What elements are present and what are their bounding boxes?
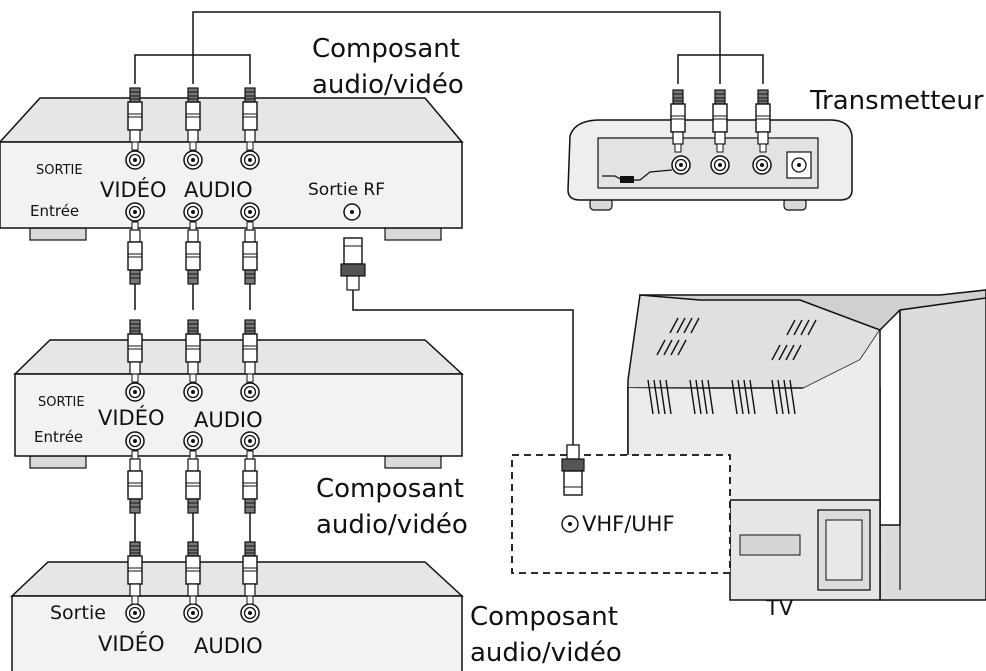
device2-sortie-label: SORTIE [38,395,85,410]
device1-audio-label: AUDIO [184,178,253,202]
device2-entree-label: Entrée [34,428,84,446]
device1-sortie-label: SORTIE [36,163,83,178]
composant-label-bottom-2: audio/vidéo [470,638,622,668]
vhf-uhf-panel [511,454,731,574]
tv-label: TV [766,596,794,620]
rca-plug [670,89,686,153]
composant-label-top-2: audio/vidéo [312,70,464,100]
transmitter [567,119,853,211]
rca-plug [185,319,201,383]
rca-plug [242,450,258,514]
sortie-rf-label: Sortie RF [308,180,386,200]
top-av-cable [134,11,764,84]
rca-plug [712,89,728,153]
transmetteur-label: Transmetteur [810,86,984,116]
vhf-uhf-label: VHF/UHF [582,512,675,536]
device2-video-label: VIDÉO [98,406,165,430]
av-component-2 [13,339,464,469]
av-component-3 [10,561,464,671]
device3-audio-label: AUDIO [194,634,263,658]
rca-plug [127,87,143,151]
rca-plug [127,221,143,285]
composant-label-bottom-1: Composant [470,602,618,632]
rca-plug [242,221,258,285]
device1-video-label: VIDÉO [100,178,167,202]
rca-plug [242,319,258,383]
composant-label-mid-1: Composant [316,474,464,504]
rca-plug [242,87,258,151]
rca-plug [127,319,143,383]
av-component-1 [0,97,464,241]
rca-plug [185,541,201,605]
rca-plug [185,87,201,151]
device3-video-label: VIDÉO [98,632,165,656]
device1-entree-label: Entrée [30,202,80,220]
rca-plug [127,541,143,605]
vhf-uhf-connector [561,444,585,533]
device2-audio-label: AUDIO [194,408,263,432]
rca-plug [185,221,201,285]
rca-plug [755,89,771,153]
device3-sortie-label: Sortie [50,602,106,624]
rca-plug [242,541,258,605]
rca-plug [127,450,143,514]
composant-label-top-1: Composant [312,34,460,64]
rca-plug [185,450,201,514]
composant-label-mid-2: audio/vidéo [316,510,468,540]
